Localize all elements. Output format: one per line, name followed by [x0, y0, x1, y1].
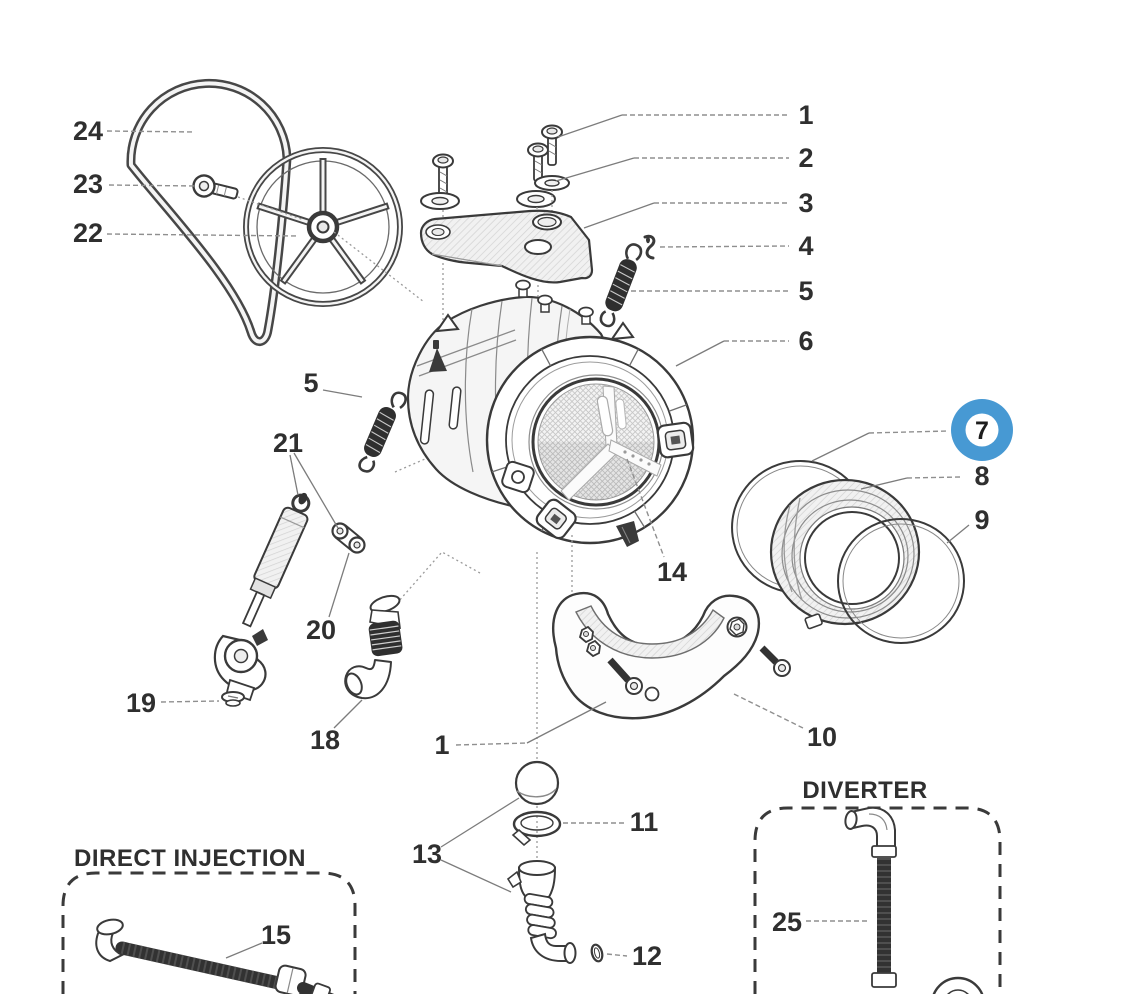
highlight-ring-center: [965, 413, 999, 447]
callout-24: 24: [73, 116, 103, 146]
o-ring: [590, 943, 604, 963]
screw-set-top: [432, 124, 563, 198]
callout-leader-18: [333, 699, 363, 729]
callout-1-bottom: 1: [434, 730, 449, 760]
foot-screw: [221, 691, 245, 707]
highlighted-callout-7[interactable]: 7: [951, 399, 1013, 461]
callout-20: 20: [306, 615, 336, 645]
callout-6: 6: [798, 326, 813, 356]
callout-1: 1: [798, 100, 813, 130]
hose-clamp: [511, 810, 562, 847]
callout-leader-2: [555, 157, 789, 182]
washer-set-top: [420, 175, 570, 210]
construction-lines-bottom: [536, 535, 573, 858]
tub-anchor-stud: [429, 348, 447, 372]
callout-9: 9: [974, 505, 989, 535]
callout-8: 8: [974, 461, 989, 491]
callout-leader-3: [583, 202, 789, 229]
callout-22: 22: [73, 218, 103, 248]
callout-11: 11: [630, 807, 659, 837]
callout-13: 13: [412, 839, 442, 869]
bottom-counterweight: [552, 591, 791, 720]
drive-belt: [126, 79, 292, 346]
callout-leader-24: [106, 130, 196, 133]
injection-hose: [95, 918, 335, 994]
callout-leader-19: [160, 700, 220, 703]
callout-18: 18: [310, 725, 340, 755]
section-diverter: DIVERTER 25: [753, 777, 1002, 994]
shock-link-pin: [331, 522, 366, 554]
callout-leader-22: [106, 233, 299, 237]
tub-assembly: [406, 279, 695, 547]
direct-injection-box: [61, 871, 357, 994]
bracket-screw-right: [759, 645, 791, 677]
callout-10: 10: [807, 722, 837, 752]
callout-23: 23: [73, 169, 103, 199]
drain-hose: [506, 860, 577, 964]
callout-15: 15: [261, 920, 291, 950]
callout-14: 14: [657, 557, 687, 587]
ring-tab-left: [501, 460, 535, 494]
ring-tab-right: [656, 421, 695, 459]
callout-leader-4: [659, 245, 790, 248]
callout-leader-20: [328, 552, 350, 618]
callout-leader-13: [440, 797, 520, 893]
callout-5-left: 5: [303, 368, 318, 398]
callout-leader-6: [675, 340, 789, 367]
bracket-screw-left: [607, 657, 643, 695]
callout-4: 4: [798, 231, 813, 261]
pressure-ball: [514, 760, 560, 806]
callout-leader-9: [946, 524, 970, 544]
suspension-spring-right: [599, 243, 643, 328]
callout-leader-15: [225, 942, 263, 959]
callout-leader-8: [860, 476, 961, 490]
construction-lines-pulley: [237, 196, 425, 303]
callout-leader-10: [733, 693, 804, 729]
ring-tab-bottom: [535, 498, 577, 540]
callout-leader-5-left: [322, 389, 363, 398]
tub-studs: [515, 279, 594, 325]
retainer-clip: [643, 234, 656, 260]
callout-leader-23: [108, 184, 197, 187]
section-title-direct-injection: DIRECT INJECTION: [74, 845, 306, 872]
callout-2: 2: [798, 143, 813, 173]
section-direct-injection: DIRECT INJECTION 15: [61, 845, 357, 994]
suspension-spring-left: [358, 391, 407, 473]
callout-leader-21: [289, 452, 339, 529]
pressure-hose-elbow: [344, 551, 481, 700]
counterweight-plate: [419, 209, 594, 284]
callout-19: 19: [126, 688, 156, 718]
seal-ring-inner: [837, 518, 965, 644]
callout-7: 7: [975, 417, 989, 445]
section-title-diverter: DIVERTER: [802, 777, 927, 804]
callout-12: 12: [632, 941, 662, 971]
shock-absorber: [213, 492, 311, 702]
callout-25: 25: [772, 907, 802, 937]
callout-leader-1-bottom: [455, 701, 607, 746]
diverter-valve-partial: [932, 976, 984, 994]
diverter-hose: [844, 806, 897, 988]
door-gasket: [769, 478, 921, 630]
pulley-bolt: [192, 174, 239, 200]
callout-3: 3: [798, 188, 813, 218]
callout-leader-12: [606, 953, 628, 957]
callout-leader-1: [557, 114, 789, 138]
callout-21: 21: [273, 428, 303, 458]
callout-leader-7: [811, 430, 949, 462]
callout-5: 5: [798, 276, 813, 306]
drum-pulley: [243, 147, 403, 307]
callout-leader-14: [626, 458, 665, 558]
